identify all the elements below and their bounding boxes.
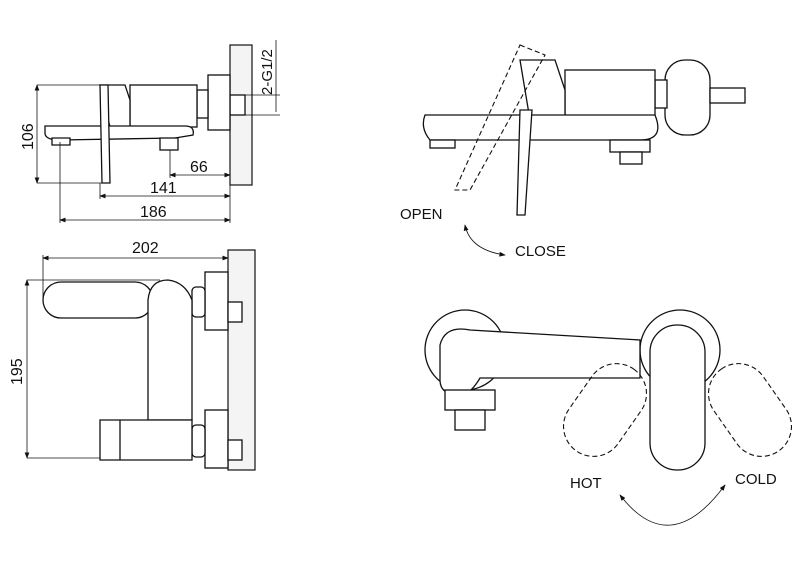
thread-label: 2-G1/2: [259, 49, 276, 95]
dimension-lines: [24, 255, 229, 459]
hot-label: HOT: [570, 475, 602, 492]
dim-height-106: 106: [20, 123, 37, 150]
dim-lever-141: 141: [150, 180, 177, 197]
dim-spout-186: 186: [140, 204, 167, 221]
open-label: OPEN: [400, 206, 443, 223]
dim-depth-195: 195: [9, 358, 26, 385]
front-temperature-view: HOT COLD: [424, 309, 793, 526]
side-view: 106 66 141 186 2-G1/2: [20, 40, 280, 223]
close-label: CLOSE: [515, 243, 566, 260]
dim-inlet-66: 66: [190, 159, 208, 176]
cold-label: COLD: [735, 471, 777, 488]
top-view: 202 195: [9, 240, 256, 471]
lever-operation-view: OPEN CLOSE: [400, 44, 746, 260]
dim-width-202: 202: [132, 240, 159, 257]
dimension-lines: [34, 40, 280, 223]
